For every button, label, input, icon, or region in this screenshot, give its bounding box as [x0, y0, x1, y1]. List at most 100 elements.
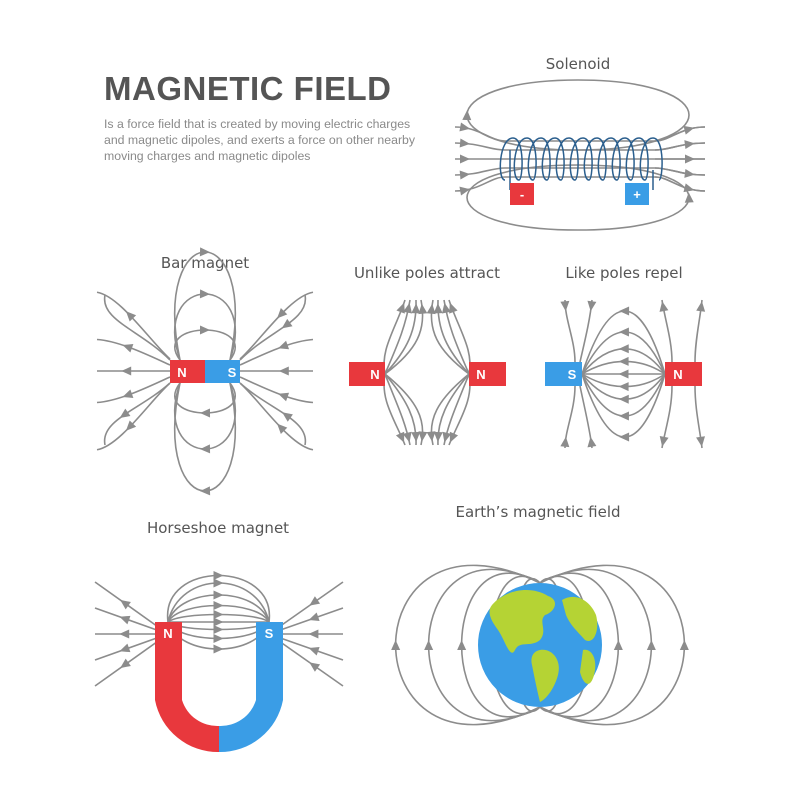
arrow-icon	[308, 612, 320, 621]
unlike-right-magnet	[469, 362, 506, 386]
arrow-icon	[587, 436, 597, 448]
arrow-icon	[213, 570, 224, 580]
arrow-icon	[618, 356, 629, 366]
arrow-icon	[613, 640, 623, 651]
bar-magnet-south	[205, 360, 240, 383]
arrow-icon	[125, 311, 137, 322]
arrow-icon	[119, 629, 130, 639]
arrow-icon	[696, 301, 706, 312]
solenoid-caption: Solenoid	[545, 55, 611, 73]
arrow-icon	[460, 154, 470, 164]
arrow-icon	[618, 344, 629, 354]
arrow-icon	[683, 125, 695, 135]
field-line	[239, 338, 314, 366]
arrow-icon	[277, 423, 288, 434]
arrow-icon	[119, 615, 131, 625]
arrow-icon	[281, 318, 293, 329]
arrow-icon	[433, 431, 443, 443]
solenoid-coil	[499, 137, 663, 190]
arrow-icon	[120, 658, 131, 669]
arrow-icon	[282, 412, 293, 422]
arrow-icon	[411, 431, 421, 443]
field-line	[103, 294, 171, 361]
arrow-icon	[199, 325, 210, 335]
field-line	[581, 310, 666, 375]
arrow-icon	[403, 302, 412, 314]
arrow-icon	[308, 629, 319, 639]
arrow-icon	[433, 303, 443, 314]
solenoid-outer-loop	[466, 164, 690, 231]
arrow-icon	[200, 408, 211, 418]
arrow-icon	[618, 411, 629, 421]
arrow-icon	[120, 599, 131, 610]
arrow-icon	[696, 436, 705, 447]
arrow-icon	[119, 408, 131, 419]
solenoid-minus-label: -	[520, 187, 524, 202]
solenoid-plus-label: +	[633, 187, 641, 202]
arrow-icon	[684, 168, 695, 178]
field-line	[581, 373, 666, 438]
description: Is a force field that is created by movi…	[104, 117, 416, 163]
arrow-icon	[426, 303, 436, 315]
arrow-icon	[213, 609, 224, 619]
arrow-icon	[213, 578, 224, 588]
arrow-icon	[200, 486, 211, 496]
arrow-icon	[424, 640, 434, 651]
like-right-magnet	[665, 362, 702, 386]
earth-globe	[478, 583, 602, 707]
field-line	[96, 382, 171, 451]
arrow-icon	[426, 431, 436, 442]
arrow-icon	[121, 366, 132, 376]
arrow-icon	[449, 302, 458, 314]
like-right-label: N	[673, 367, 682, 382]
field-line	[96, 376, 171, 404]
arrow-icon	[213, 644, 224, 654]
arrow-icon	[618, 382, 629, 392]
arrow-icon	[618, 394, 629, 404]
unlike-poles-caption: Unlike poles attract	[353, 264, 501, 282]
arrow-icon	[685, 154, 695, 164]
arrow-icon	[459, 186, 471, 196]
arrow-icon	[396, 302, 405, 314]
arrow-icon	[199, 289, 210, 299]
arrow-icon	[449, 431, 459, 443]
bar-magnet-north	[170, 360, 205, 383]
like-left-magnet	[545, 362, 582, 386]
arrow-icon	[618, 369, 629, 379]
arrow-icon	[391, 640, 401, 651]
arrow-icon	[418, 431, 428, 442]
arrow-icon	[199, 247, 210, 257]
field-line	[564, 299, 576, 363]
arrow-icon	[560, 300, 570, 312]
arrow-icon	[618, 327, 629, 337]
arrow-icon	[462, 110, 472, 121]
arrow-icon	[619, 432, 630, 442]
bar-magnet-caption: Bar magnet	[160, 254, 250, 272]
field-line	[167, 621, 270, 650]
arrow-icon	[684, 192, 694, 203]
page-title: MAGNETIC FIELD	[104, 70, 392, 107]
arrow-icon	[402, 431, 412, 443]
arrow-icon	[277, 308, 288, 319]
field-line	[239, 291, 314, 360]
field-line	[174, 382, 236, 492]
solenoid-inner-line	[454, 176, 706, 192]
field-line	[239, 376, 314, 404]
arrow-icon	[459, 138, 471, 148]
arrow-icon	[684, 140, 695, 150]
solenoid-inner-line	[654, 176, 706, 192]
field-line	[174, 293, 236, 361]
like-left-label: S	[568, 367, 577, 382]
arrow-icon	[619, 306, 630, 316]
arrow-icon	[587, 300, 597, 312]
bar-magnet-n-label: N	[177, 365, 186, 380]
arrow-icon	[278, 366, 289, 376]
horseshoe-north-arm	[155, 622, 219, 753]
arrow-icon	[679, 640, 689, 651]
arrow-icon	[395, 431, 405, 443]
arrow-icon	[309, 596, 321, 606]
arrow-icon	[122, 344, 134, 353]
unlike-left-label: N	[370, 367, 379, 382]
arrow-icon	[459, 170, 471, 180]
